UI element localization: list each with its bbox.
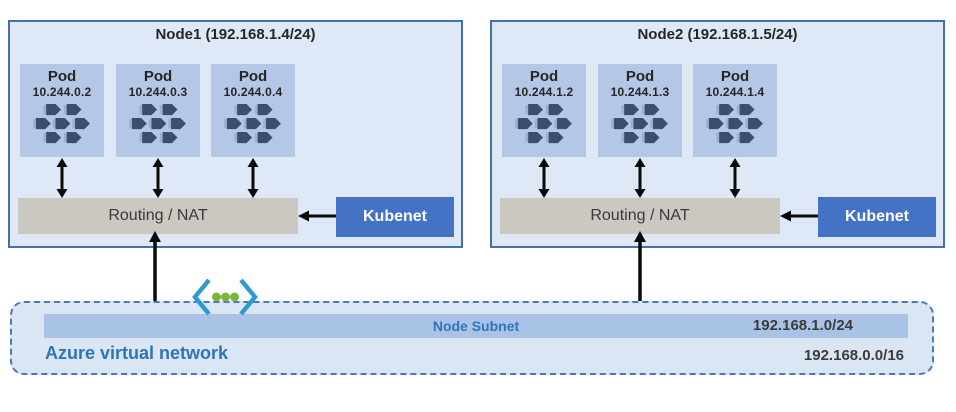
pod-ip: 10.244.1.4: [705, 85, 765, 100]
node-subnet-bar: Node Subnet 192.168.1.0/24: [44, 314, 908, 338]
node2-pod-1: Pod 10.244.1.2: [502, 64, 586, 157]
kubenet-to-routing-arrow: [780, 209, 818, 223]
node1-pod-2: Pod 10.244.0.3: [116, 64, 200, 157]
pod-containers-icon: [223, 104, 283, 145]
pod-containers-icon: [705, 104, 765, 145]
pod1-routing-arrow: [537, 158, 551, 198]
virtual-network-icon: [192, 277, 258, 317]
pod-ip: 10.244.0.2: [32, 85, 92, 100]
node1-pod-1: Pod 10.244.0.2: [20, 64, 104, 157]
node2-title: Node2 (192.168.1.5/24): [637, 26, 798, 43]
azure-vnet-cidr: 192.168.0.0/16: [803, 347, 904, 364]
pod-label: Pod: [529, 68, 559, 85]
node2-pod-3: Pod 10.244.1.4: [693, 64, 777, 157]
node2-kubenet-box: Kubenet: [818, 197, 936, 237]
azure-vnet-container: Node Subnet 192.168.1.0/24 Azure virtual…: [10, 301, 934, 375]
pod-ip: 10.244.1.2: [514, 85, 574, 100]
node1-pod-3: Pod 10.244.0.4: [211, 64, 295, 157]
azure-vnet-label: Azure virtual network: [45, 343, 229, 363]
node2-box: Node2 (192.168.1.5/24) Pod 10.244.1.2 Po…: [490, 20, 945, 248]
pod2-routing-arrow: [633, 158, 647, 198]
node-subnet-cidr: 192.168.1.0/24: [752, 317, 853, 334]
node2-pod-2: Pod 10.244.1.3: [598, 64, 682, 157]
pod-containers-icon: [610, 104, 670, 145]
node1-routing-nat-bar: Routing / NAT: [18, 198, 298, 234]
pod-label: Pod: [625, 68, 655, 85]
pod2-routing-arrow: [151, 158, 165, 198]
pod-ip: 10.244.0.3: [128, 85, 188, 100]
pod3-routing-arrow: [246, 158, 260, 198]
pod-containers-icon: [514, 104, 574, 145]
node-subnet-label: Node Subnet: [432, 318, 520, 334]
node1-title: Node1 (192.168.1.4/24): [155, 26, 316, 43]
pod-containers-icon: [128, 104, 188, 145]
node2-routing-nat-bar: Routing / NAT: [500, 198, 780, 234]
node1-kubenet-box: Kubenet: [336, 197, 454, 237]
pod-label: Pod: [47, 68, 77, 85]
kubenet-to-routing-arrow: [298, 209, 336, 223]
pod-ip: 10.244.0.4: [223, 85, 283, 100]
pod-ip: 10.244.1.3: [610, 85, 670, 100]
pod-containers-icon: [32, 104, 92, 145]
pod1-routing-arrow: [55, 158, 69, 198]
node1-box: Node1 (192.168.1.4/24) Pod 10.244.0.2 Po…: [8, 20, 463, 248]
pod-label: Pod: [720, 68, 750, 85]
pod-label: Pod: [143, 68, 173, 85]
pod-label: Pod: [238, 68, 268, 85]
pod3-routing-arrow: [728, 158, 742, 198]
